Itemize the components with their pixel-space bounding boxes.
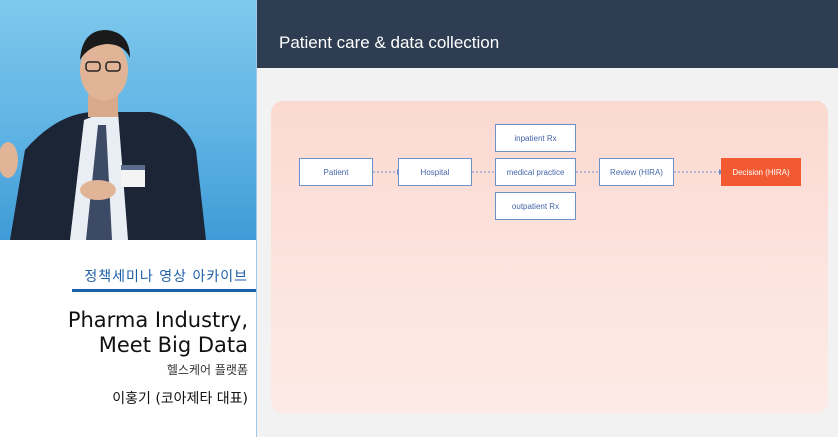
- node-inpatient-rx: inpatient Rx: [495, 124, 576, 152]
- series-label: 정책세미나 영상 아카이브: [84, 269, 248, 285]
- talk-title-line-2: Meet Big Data: [98, 333, 248, 357]
- slide-header: Patient care & data collection: [257, 0, 838, 68]
- speaker-video: [0, 0, 256, 240]
- diagram-background: [271, 101, 828, 413]
- divider: [72, 289, 256, 292]
- slide-title: Patient care & data collection: [279, 33, 500, 52]
- node-hospital: Hospital: [398, 158, 472, 186]
- node-decision-hira: Decision (HIRA): [721, 158, 801, 186]
- talk-subtitle: 헬스케어 플랫폼: [166, 363, 248, 377]
- node-review-hira: Review (HIRA): [599, 158, 674, 186]
- node-medical-practice: medical practice: [495, 158, 576, 186]
- node-outpatient-rx: outpatient Rx: [495, 192, 576, 220]
- speaker-image: [0, 30, 206, 240]
- talk-title-line-1: Pharma Industry,: [67, 308, 248, 332]
- presentation-slide: Patient care & data collection Patient H…: [256, 0, 838, 437]
- caption-area: 정책세미나 영상 아카이브 Pharma Industry, Meet Big …: [0, 240, 256, 437]
- video-panel: 정책세미나 영상 아카이브 Pharma Industry, Meet Big …: [0, 0, 256, 437]
- speaker-name: 이홍기 (코아제타 대표): [112, 391, 248, 407]
- node-patient: Patient: [299, 158, 373, 186]
